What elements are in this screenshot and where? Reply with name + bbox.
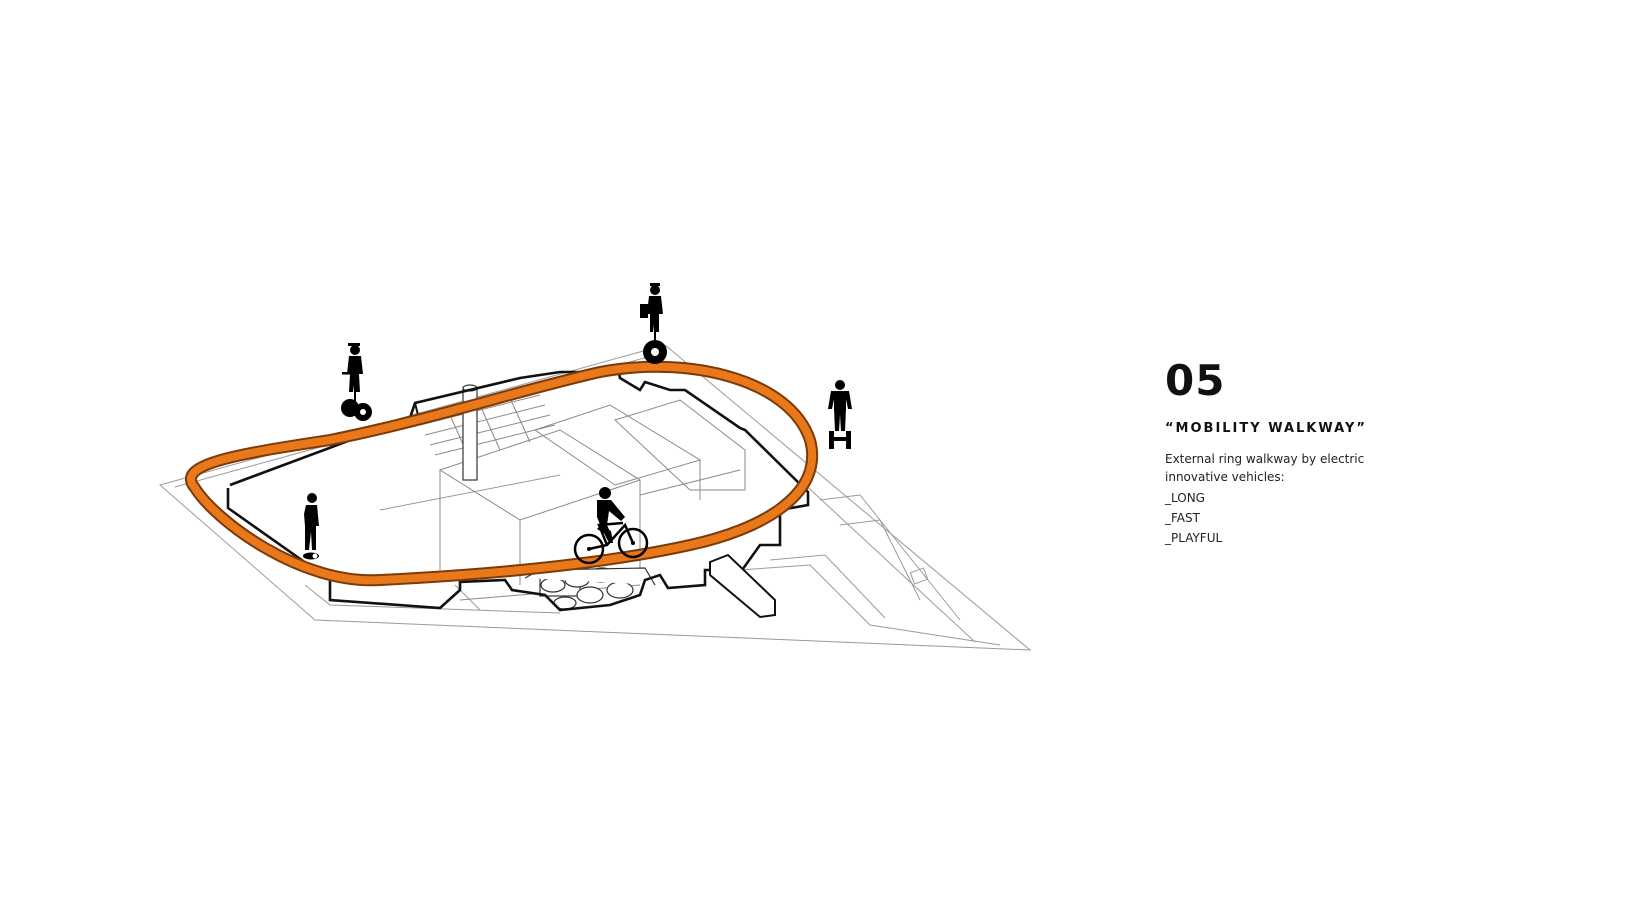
mobility-walkway-ring-fill [187,362,816,585]
site-context-lines [158,344,1032,651]
segway-rider-icon [341,343,372,421]
cyclist-icon [573,487,649,565]
list-item: _FAST [1165,511,1200,525]
pier [709,553,776,619]
step-number: 05 [1165,356,1226,405]
hoverboard-rider-icon [303,493,319,560]
caption-panel: 05 “MOBILITY WALKWAY” External ring walk… [1165,358,1425,548]
section-description: External ring walkway by electric innova… [1165,452,1365,484]
segway-rider-icon [640,283,667,364]
segway-rider-icon [828,380,852,449]
section-title: “MOBILITY WALKWAY” [1165,421,1367,436]
list-item: _LONG [1165,491,1205,505]
feature-list: _LONG _FAST _PLAYFUL [1165,488,1425,548]
tanks [524,567,656,610]
list-item: _PLAYFUL [1165,531,1223,545]
